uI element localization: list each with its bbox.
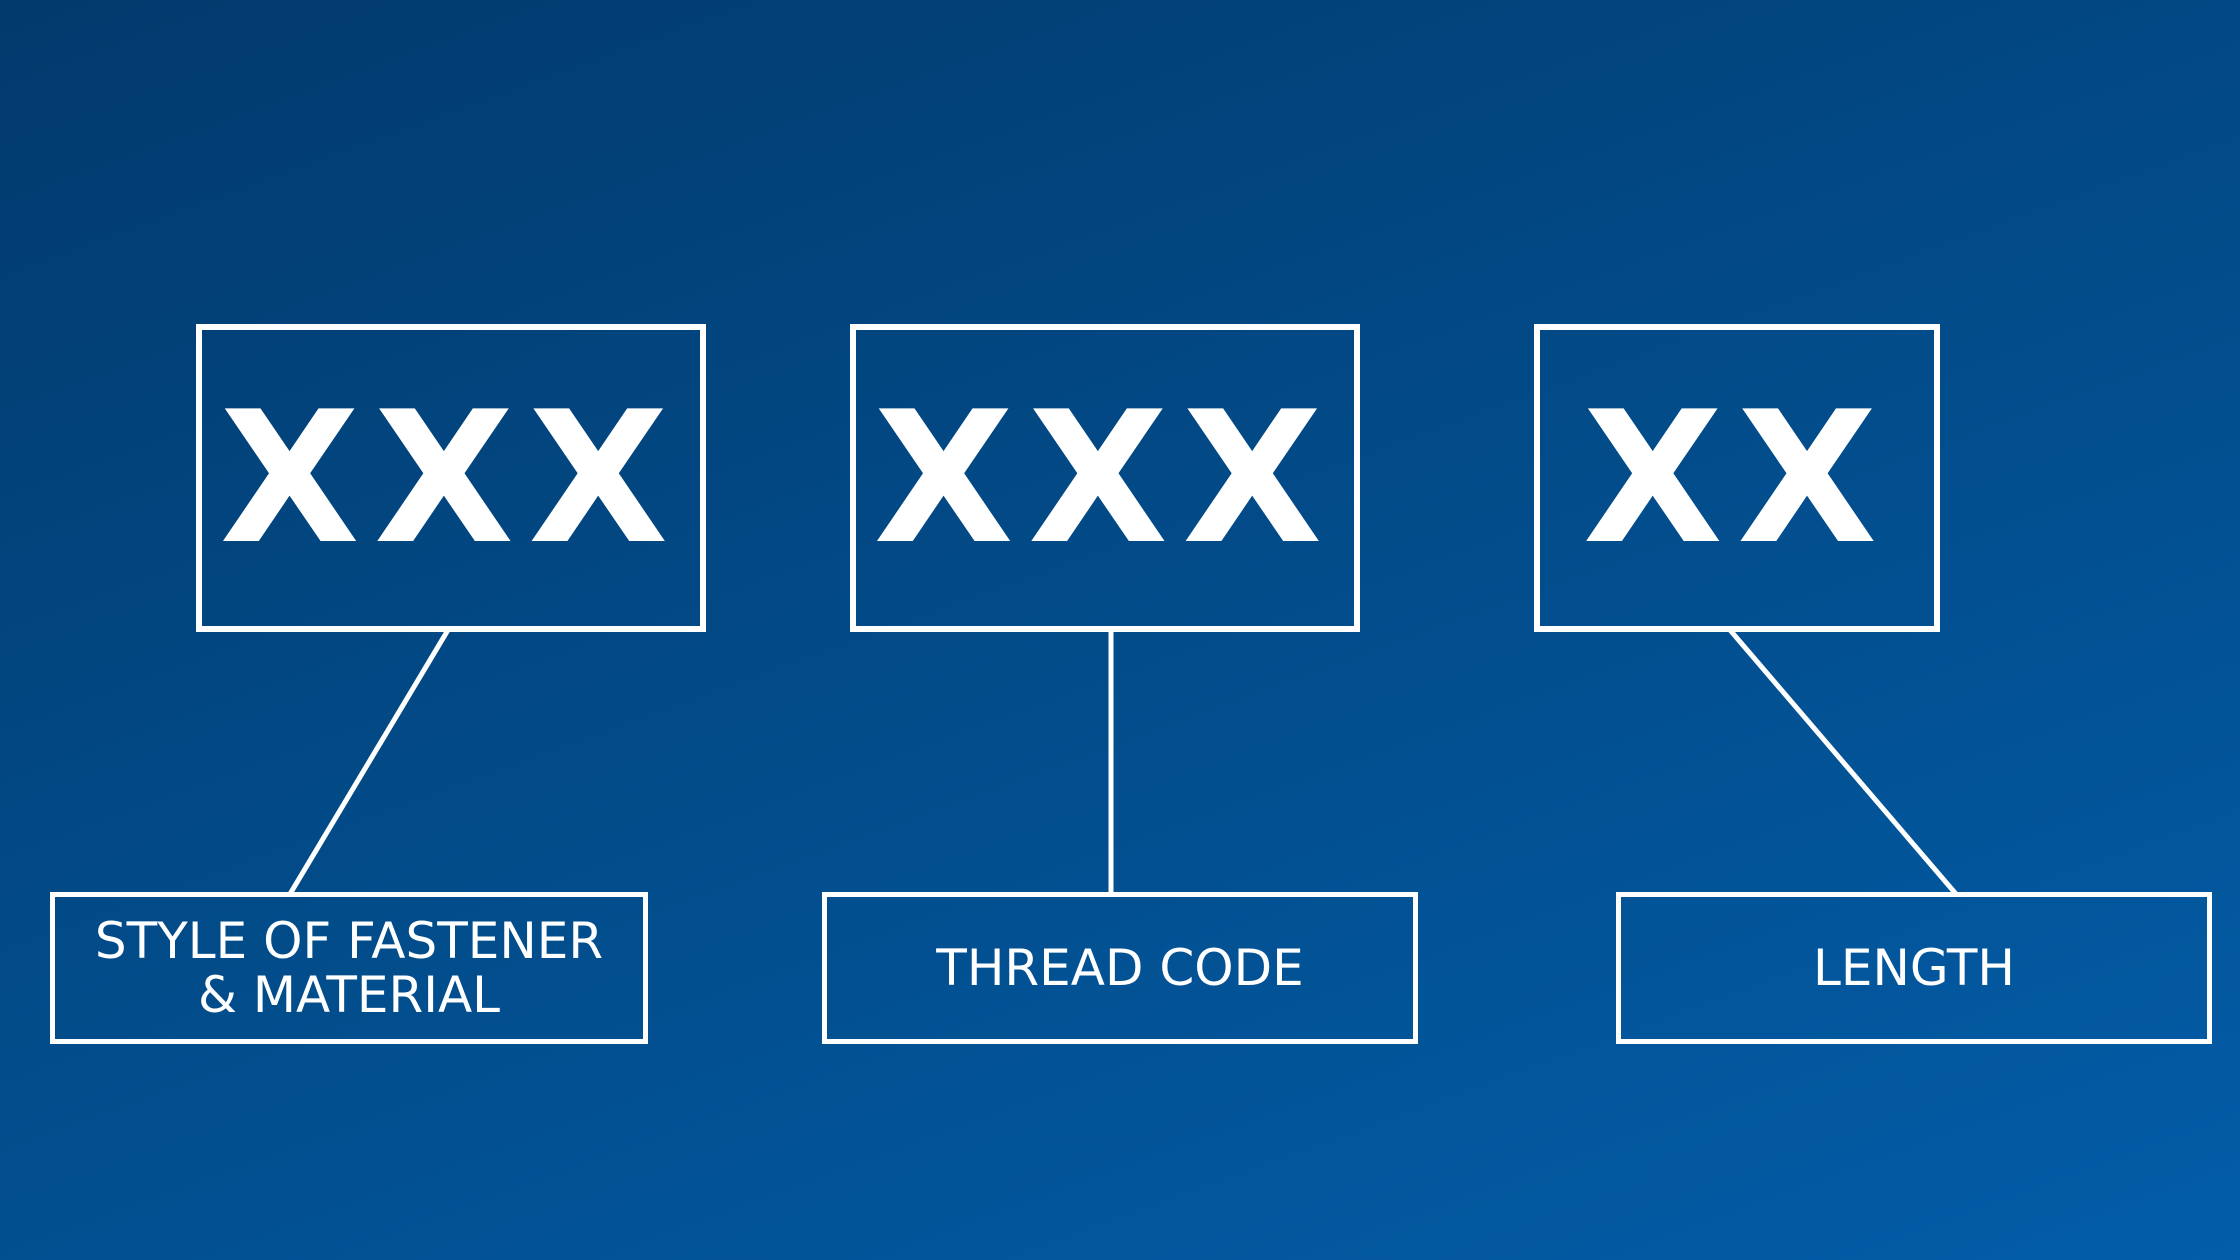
label-length: LENGTH (1813, 939, 2015, 997)
label-box-length: LENGTH (1616, 892, 2212, 1044)
code-placeholder-thread: XXX (873, 372, 1337, 584)
code-placeholder-style: XXX (219, 372, 683, 584)
code-box-thread: XXX (850, 324, 1360, 632)
label-style-of-fastener: STYLE OF FASTENER & MATERIAL (94, 912, 604, 1024)
label-box-style: STYLE OF FASTENER & MATERIAL (50, 892, 648, 1044)
connector-line-style (287, 628, 451, 896)
code-placeholder-length: XX (1582, 372, 1892, 584)
code-box-style: XXX (196, 324, 706, 632)
label-thread-code: THREAD CODE (936, 939, 1304, 997)
connector-line-length (1728, 628, 1958, 896)
code-box-length: XX (1534, 324, 1940, 632)
label-box-thread: THREAD CODE (822, 892, 1418, 1044)
